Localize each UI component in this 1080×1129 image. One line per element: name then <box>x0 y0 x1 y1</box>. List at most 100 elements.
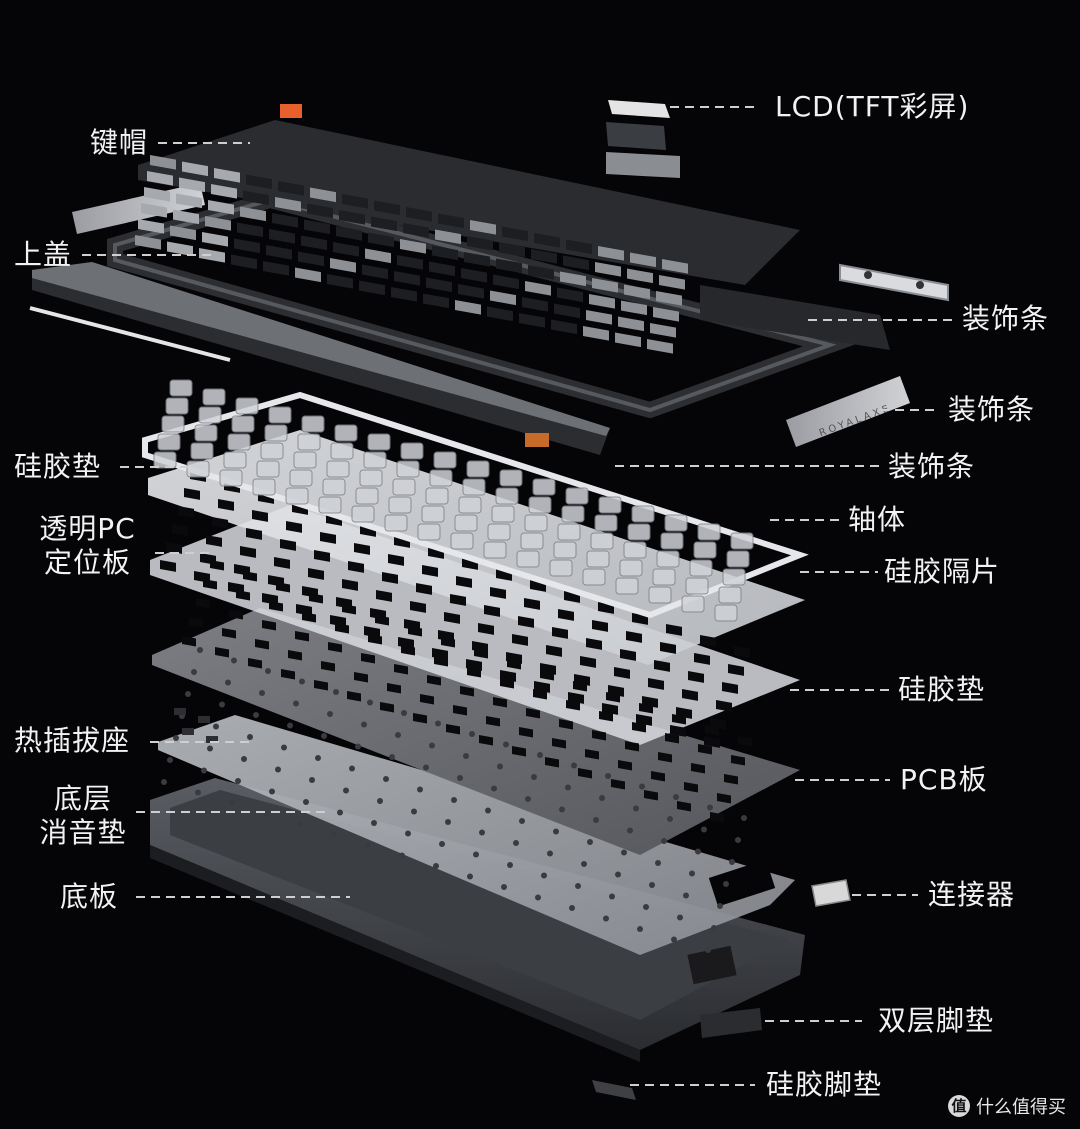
keycap <box>624 284 650 300</box>
keycap <box>138 219 164 234</box>
plate-hole <box>410 601 426 613</box>
plate-hole <box>484 605 500 617</box>
keycap <box>461 268 487 283</box>
pcb-hole <box>355 743 361 750</box>
pad-hole <box>380 702 394 713</box>
pad-hole <box>248 658 262 669</box>
pad-hole <box>460 686 474 697</box>
pcb-hole <box>541 872 547 879</box>
keycap <box>304 219 330 235</box>
switch <box>524 514 548 532</box>
pad-hole <box>684 782 698 793</box>
switch <box>165 397 189 415</box>
pad-hole <box>288 650 302 661</box>
plate-hole <box>670 725 686 737</box>
keycap <box>205 216 231 231</box>
plate-hole <box>574 674 590 686</box>
keycap <box>432 245 458 261</box>
pcb-hole <box>173 735 179 741</box>
pcb-hole <box>649 882 655 888</box>
pcb-hole <box>637 926 643 932</box>
pcb-hole <box>297 821 303 827</box>
pad-hole <box>262 620 276 631</box>
keycap <box>179 177 205 193</box>
switch <box>532 478 556 496</box>
keycap <box>493 274 519 290</box>
plate-hole <box>252 510 268 522</box>
pcb-hole <box>275 766 281 773</box>
plate-hole <box>586 638 602 650</box>
keycap <box>627 268 653 284</box>
switch <box>516 550 540 568</box>
pcb-hole <box>587 839 593 845</box>
switch <box>656 550 680 568</box>
pcb-hole <box>485 807 491 814</box>
pcb-hole <box>383 776 389 782</box>
plate-hole <box>642 696 658 708</box>
switch <box>726 550 750 568</box>
plate-hole <box>314 550 330 562</box>
keycap <box>176 193 202 209</box>
keycap <box>275 197 301 212</box>
pcb-hole <box>327 711 333 717</box>
keycap <box>246 174 272 190</box>
keycap <box>199 248 225 263</box>
keycap <box>557 287 583 303</box>
pad-hole <box>281 669 295 680</box>
keycap <box>310 187 336 203</box>
switch <box>219 469 243 487</box>
plate-hole <box>268 575 284 587</box>
pad-hole <box>328 642 342 653</box>
pad-hole <box>479 735 493 746</box>
pad-hole <box>182 636 196 647</box>
plate-hole <box>348 561 364 573</box>
pad-hole <box>446 724 460 735</box>
bottom-case <box>150 778 805 1062</box>
plate-hole <box>546 645 562 657</box>
plate-hole <box>716 700 732 712</box>
pcb-hole <box>605 773 611 779</box>
label-hotswap: 热插拔座 <box>14 724 131 757</box>
pcb-hole <box>433 863 439 869</box>
keycap <box>141 203 167 218</box>
plate-hole <box>540 663 556 675</box>
switch <box>157 433 181 451</box>
watermark-text: 什么值得买 <box>976 1097 1066 1118</box>
switch <box>615 577 639 595</box>
pad-hole <box>314 680 328 691</box>
keycap <box>650 323 676 338</box>
pad-hole <box>632 722 646 733</box>
pcb-hole <box>559 806 565 813</box>
switch <box>384 514 408 532</box>
pcb-hole <box>469 731 475 737</box>
pcb-hole <box>695 848 701 855</box>
switch <box>264 424 288 442</box>
plate-hole <box>608 685 624 697</box>
keycap <box>342 194 368 209</box>
pcb-hole <box>195 789 201 796</box>
pcb-hole <box>513 840 519 846</box>
switch <box>553 541 577 559</box>
switch <box>627 523 651 541</box>
pcb-hole <box>627 827 633 834</box>
keycap <box>438 213 464 229</box>
pcb-hole <box>207 745 213 752</box>
switch <box>697 523 721 541</box>
switch <box>631 505 655 523</box>
switch <box>681 595 705 613</box>
label-pc-plate-line1: 透明PC <box>39 512 136 545</box>
switch <box>334 424 358 442</box>
switch <box>582 568 606 586</box>
keycap <box>269 229 295 244</box>
leader-lines <box>82 106 952 1086</box>
plate-hole <box>194 571 210 583</box>
pad-hole <box>427 675 441 686</box>
keycap <box>362 264 388 280</box>
pad-hole <box>295 631 309 642</box>
pad-hole <box>493 697 507 708</box>
switch <box>396 460 420 478</box>
switch <box>425 487 449 505</box>
switch <box>293 451 317 469</box>
pcb-hole <box>191 669 197 675</box>
keycap <box>656 291 682 306</box>
